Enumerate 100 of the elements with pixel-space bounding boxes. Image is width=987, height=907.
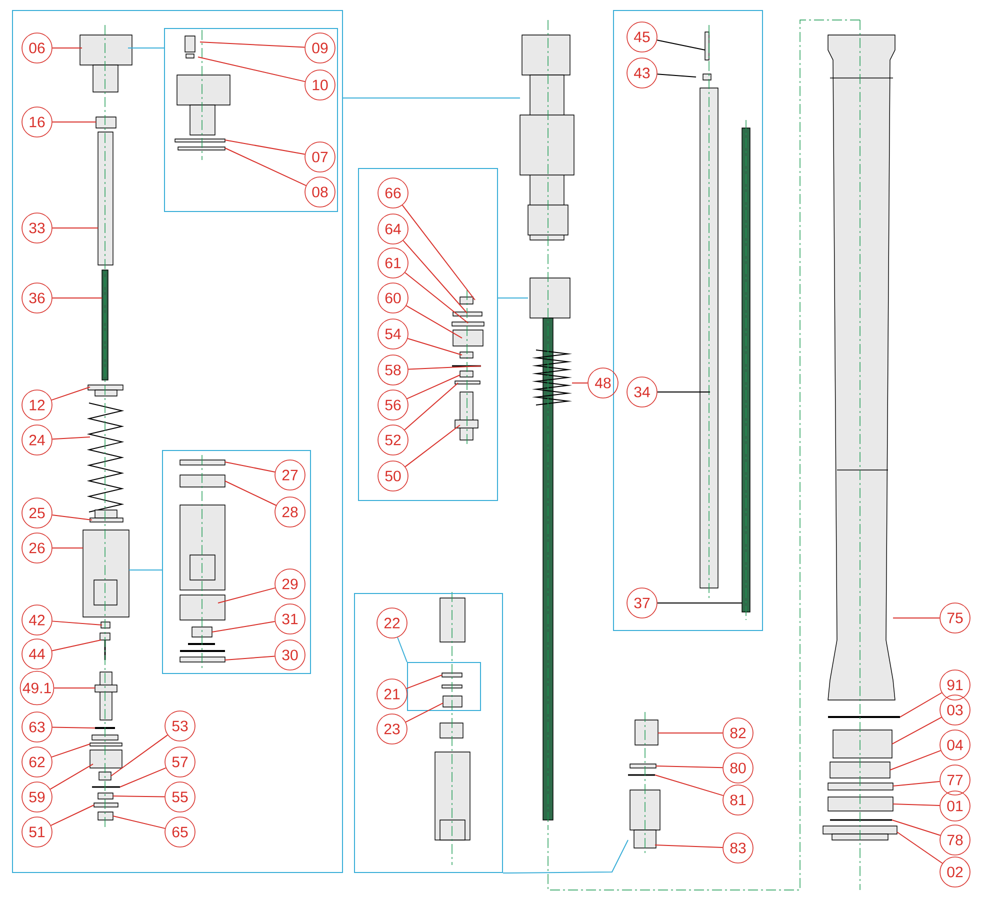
callout-number: 42 (22, 604, 52, 636)
callout-number: 27 (274, 460, 306, 490)
callout-number: 12 (22, 390, 52, 420)
callout-number: 25 (22, 498, 52, 528)
leader-line (654, 844, 724, 848)
callout-number: 60 (378, 282, 408, 314)
callout-number: 54 (378, 318, 408, 350)
leader-line (404, 272, 468, 324)
leader-line (656, 74, 696, 78)
callout-number: 81 (722, 784, 754, 816)
callout-number: 77 (940, 764, 970, 796)
callout-number: 26 (22, 532, 52, 564)
callout-number: 29 (274, 568, 306, 600)
callout-number: 51 (22, 816, 52, 848)
detail-frame (164, 28, 338, 212)
callout-number: 66 (378, 178, 408, 208)
leader-line (892, 781, 940, 786)
leader-line (110, 734, 168, 776)
callout-number: 52 (378, 424, 408, 456)
leader-line (52, 726, 96, 728)
leader-line (224, 148, 307, 186)
leader-line (896, 832, 943, 864)
leader-line (50, 804, 94, 826)
leader-line (900, 692, 942, 718)
leader-line (198, 56, 306, 82)
callout-number: 02 (940, 856, 970, 888)
callout-number: 08 (304, 176, 336, 208)
connector-line (502, 840, 628, 874)
leader-line (892, 820, 941, 836)
leader-line (224, 140, 306, 155)
detail-frame (407, 662, 481, 711)
callout-number: 65 (164, 816, 196, 848)
detail-frame (162, 450, 311, 674)
callout-number: 50 (378, 460, 408, 492)
leader-line (112, 816, 166, 829)
leader-line (212, 621, 276, 632)
leader-line (200, 42, 306, 48)
callout-number: 34 (626, 376, 658, 408)
leader-line (120, 767, 166, 788)
leader-line (224, 480, 277, 506)
callout-number: 45 (626, 22, 658, 52)
leader-line (405, 702, 444, 723)
leader-line (402, 204, 476, 300)
callout-number: 56 (378, 390, 408, 420)
callout-number: 63 (22, 712, 52, 742)
callout-number: 44 (22, 638, 52, 670)
leader-line (224, 656, 276, 660)
callout-number: 24 (22, 424, 52, 456)
callout-number: 01 (940, 790, 970, 822)
leader-line (218, 587, 276, 604)
leader-line (406, 674, 442, 690)
leader-line (52, 620, 102, 626)
leader-line (402, 240, 468, 314)
leader-line (404, 382, 458, 430)
callout-number: 43 (626, 58, 658, 88)
leader-line (397, 636, 408, 662)
leader-line (408, 366, 482, 370)
callout-number: 59 (22, 782, 52, 812)
leader-line (656, 602, 742, 604)
leader-line (658, 732, 724, 734)
leader-line (890, 750, 942, 770)
leader-line (52, 436, 90, 440)
leader-line (224, 462, 276, 472)
callout-number: 22 (376, 608, 408, 638)
detail-frame (358, 168, 498, 501)
callout-number: 37 (626, 588, 658, 618)
leader-line (892, 716, 942, 744)
leader-line (406, 374, 460, 400)
leader-line (52, 640, 102, 652)
detail-frame (354, 593, 503, 873)
callout-number: 57 (164, 746, 196, 778)
callout-number: 62 (22, 746, 52, 778)
callout-number: 53 (164, 710, 196, 742)
callout-number: 33 (22, 212, 52, 244)
callout-number: 82 (722, 718, 754, 748)
callout-number: 58 (378, 354, 408, 386)
callout-number: 28 (274, 496, 306, 528)
leader-line (51, 386, 90, 401)
callout-number: 03 (940, 694, 970, 726)
callout-number: 75 (940, 602, 970, 634)
leader-line (892, 804, 940, 806)
callout-number: 61 (378, 248, 408, 278)
leader-line (406, 305, 462, 338)
leader-line (572, 382, 588, 384)
callout-number: 04 (940, 730, 970, 760)
leader-line (50, 764, 94, 790)
leader-line (654, 774, 724, 796)
callout-number: 21 (376, 678, 408, 710)
leader-line (404, 424, 460, 468)
callout-number: 91 (940, 670, 970, 700)
callout-number: 09 (304, 32, 336, 64)
callout-number: 55 (164, 782, 196, 812)
callout-number: 83 (722, 832, 754, 864)
leader-line (52, 514, 92, 520)
leader-line (656, 766, 724, 768)
leader-line (112, 796, 166, 798)
leader-line (407, 338, 462, 356)
callout-number: 06 (22, 32, 52, 64)
callout-number: 64 (378, 214, 408, 244)
callout-number: 78 (940, 824, 970, 856)
